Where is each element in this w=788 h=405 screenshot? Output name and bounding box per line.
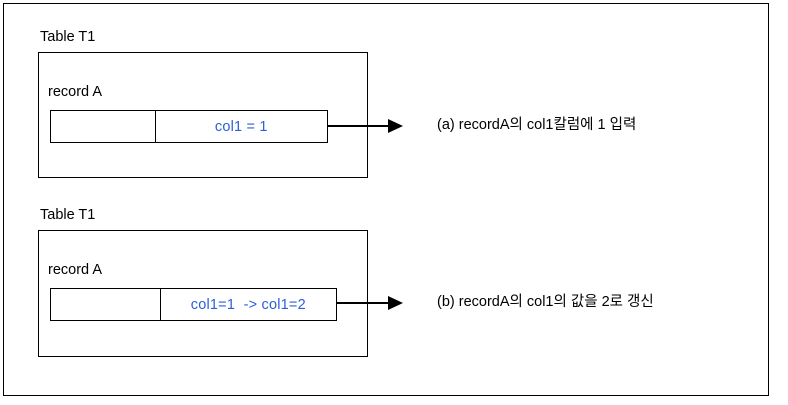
record-cell-key-b xyxy=(51,289,160,320)
arrow-head-b xyxy=(388,296,403,310)
arrow-right-a xyxy=(328,119,405,133)
arrow-right-b xyxy=(337,296,405,310)
table-caption-b: Table T1 xyxy=(40,207,96,223)
record-row-b: col1=1 -> col1=2 xyxy=(50,288,337,321)
arrow-shaft-b xyxy=(337,302,390,304)
record-cell-value-b: col1=1 -> col1=2 xyxy=(159,289,336,320)
record-label-b: record A xyxy=(48,262,102,278)
section-insert: Table T1 record A col1 = 1 (a) recordA의 … xyxy=(0,0,788,200)
annotation-b: (b) recordA의 col1의 값을 2로 갱신 xyxy=(437,294,654,310)
annotation-a: (a) recordA의 col1칼럼에 1 입력 xyxy=(437,117,637,133)
arrow-shaft-a xyxy=(328,125,390,127)
table-box-b xyxy=(38,230,368,357)
record-cell-value-a: col1 = 1 xyxy=(154,111,327,142)
record-label-a: record A xyxy=(48,84,102,100)
arrow-head-a xyxy=(388,119,403,133)
table-box-a xyxy=(38,52,368,178)
page-border xyxy=(3,3,769,396)
table-caption-a: Table T1 xyxy=(40,29,96,45)
record-row-a: col1 = 1 xyxy=(50,110,328,143)
